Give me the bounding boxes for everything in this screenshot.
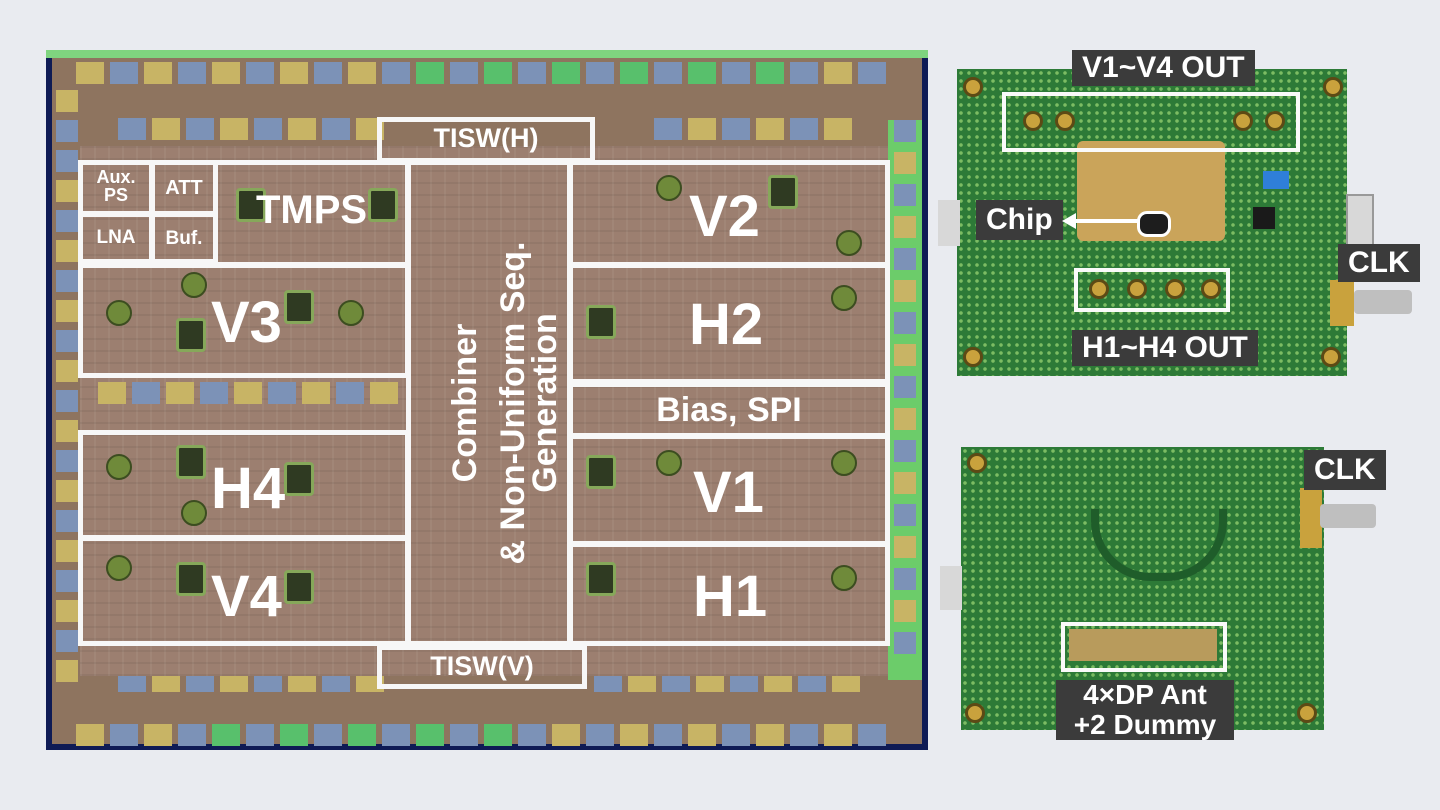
aux-ps-block: Aux. PS	[78, 160, 154, 216]
sma-barrel-bottom	[1320, 504, 1376, 528]
antenna-array	[1069, 629, 1217, 661]
pad-row-top-inner-right	[654, 116, 852, 142]
bias-spi-block: Bias, SPI	[568, 382, 890, 438]
antenna-highlight	[1061, 622, 1227, 672]
lna-label: LNA	[96, 227, 136, 248]
aux-ps-label: Aux. PS	[96, 167, 136, 205]
pad-row-bottom	[76, 722, 886, 748]
h2-label: H2	[689, 292, 764, 357]
die-edge-top	[46, 50, 928, 58]
v3-label: V3	[211, 290, 282, 355]
sma-barrel-top	[1354, 290, 1412, 314]
bottom-header-connector	[940, 566, 962, 610]
tisw-h-block: TISW(H)	[377, 117, 595, 163]
v-out-label: V1~V4 OUT	[1072, 50, 1255, 86]
h-out-highlight	[1074, 268, 1230, 312]
blue-component	[1263, 171, 1289, 189]
chip-die-micrograph	[46, 50, 928, 750]
pad-row-top-inner	[118, 116, 384, 142]
ic-component	[1253, 207, 1275, 229]
tisw-v-block: TISW(V)	[377, 645, 587, 689]
chip-marker	[1137, 211, 1171, 237]
att-label: ATT	[165, 177, 203, 199]
v4-block: V4	[78, 536, 410, 646]
bias-spi-label: Bias, SPI	[656, 391, 802, 429]
chip-label: Chip	[976, 200, 1063, 240]
antenna-label-line2: +2 Dummy	[1073, 709, 1217, 740]
h2-block: H2	[568, 262, 890, 384]
antenna-label: 4×DP Ant +2 Dummy	[1056, 680, 1234, 740]
clk-label-bottom: CLK	[1304, 450, 1386, 490]
sma-connector-bottom	[1300, 488, 1322, 548]
antenna-label-line1: 4×DP Ant	[1083, 679, 1207, 710]
v-out-highlight	[1002, 92, 1300, 152]
buf-block: Buf.	[150, 212, 218, 264]
chip-arrow-line	[1074, 219, 1138, 223]
h1-block: H1	[568, 542, 890, 646]
sma-connector-top	[1330, 280, 1354, 326]
lna-block: LNA	[78, 212, 154, 264]
pad-row-top	[76, 60, 886, 86]
v4-label: V4	[211, 564, 282, 629]
tisw-h-label: TISW(H)	[433, 123, 539, 153]
pad-row-middle	[98, 380, 398, 406]
pcb-bottom-board	[961, 447, 1324, 730]
pad-column-right	[894, 120, 916, 654]
h-out-label: H1~H4 OUT	[1072, 330, 1258, 366]
buf-label: Buf.	[165, 228, 203, 249]
v3-block: V3	[78, 262, 410, 378]
clk-label-top: CLK	[1338, 244, 1420, 282]
h4-block: H4	[78, 430, 410, 540]
die-core	[80, 146, 888, 676]
generation-label: Generation	[526, 313, 564, 493]
combiner-label: Combiner & Non-Uniform Seq.	[446, 241, 532, 565]
chip-arrow-icon	[1062, 213, 1076, 229]
tisw-v-label: TISW(V)	[430, 651, 534, 681]
h4-label: H4	[211, 456, 286, 521]
att-block: ATT	[150, 160, 218, 216]
h1-label: H1	[693, 564, 768, 629]
pad-column-left	[56, 90, 78, 682]
v2-block: V2	[568, 160, 890, 268]
v1-label: V1	[693, 460, 764, 525]
tmps-label: TMPS	[256, 188, 368, 232]
v1-block: V1	[568, 434, 890, 546]
v2-label: V2	[689, 184, 760, 249]
header-connector-left	[938, 200, 960, 246]
antenna-trace	[1091, 509, 1227, 581]
